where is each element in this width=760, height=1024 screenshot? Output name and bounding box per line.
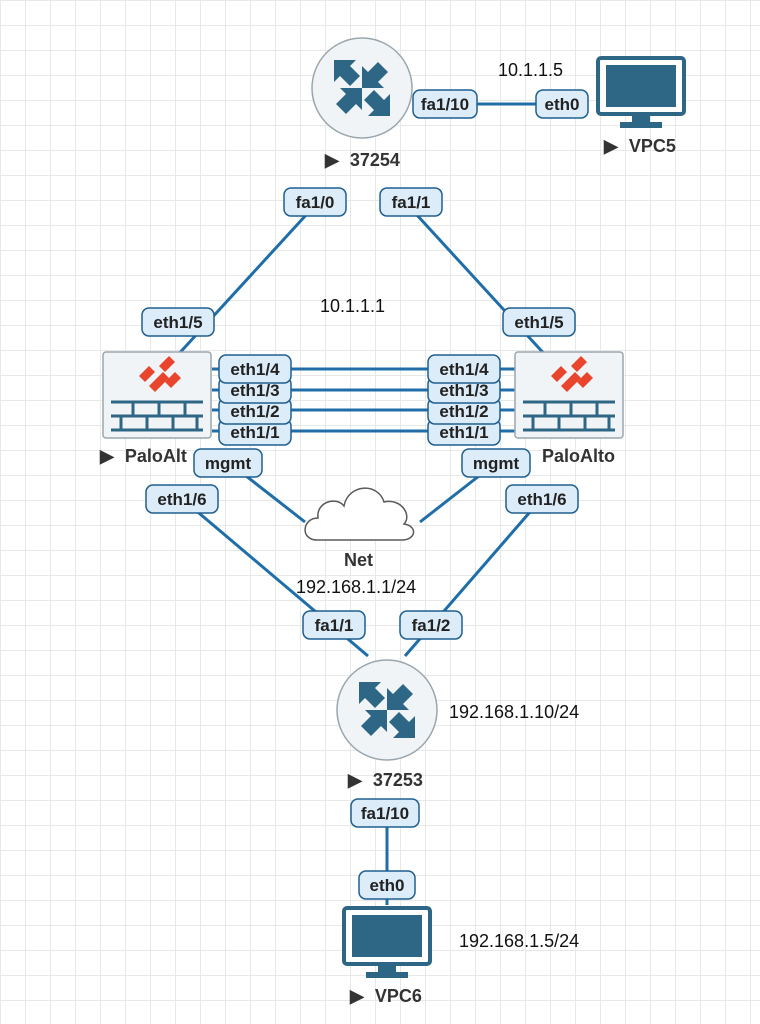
iface-pr-eth1-4[interactable]: eth1/4 xyxy=(427,354,501,384)
play-icon: ▶ xyxy=(603,136,619,156)
iface-pr-eth1-5[interactable]: eth1/5 xyxy=(502,307,576,337)
svg-text:eth1/1: eth1/1 xyxy=(230,423,279,442)
iface-r2-fa1-2[interactable]: fa1/2 xyxy=(399,610,463,640)
svg-text:eth1/4: eth1/4 xyxy=(230,360,280,379)
svg-text:eth1/2: eth1/2 xyxy=(439,402,488,421)
svg-text:eth1/1: eth1/1 xyxy=(439,423,488,442)
svg-text:eth0: eth0 xyxy=(545,95,580,114)
firewall-bricks-icon xyxy=(111,400,203,432)
pa-outside-ip: 192.168.1.1/24 xyxy=(296,577,416,597)
net-cloud[interactable] xyxy=(304,487,415,541)
svg-text:fa1/1: fa1/1 xyxy=(315,616,354,635)
iface-r1-fa1-1[interactable]: fa1/1 xyxy=(379,187,443,217)
svg-text:mgmt: mgmt xyxy=(205,454,252,473)
pa-inside-ip: 10.1.1.1 xyxy=(320,296,385,316)
router-37254[interactable] xyxy=(311,37,413,139)
iface-r1-fa1-0[interactable]: fa1/0 xyxy=(283,187,347,217)
paloalto-logo-icon xyxy=(551,356,593,392)
router-37253-label: ▶ 37253 xyxy=(347,770,423,790)
paloalto-right[interactable] xyxy=(514,351,624,439)
iface-r1-fa1-10[interactable]: fa1/10 xyxy=(412,89,478,119)
svg-text:eth1/3: eth1/3 xyxy=(230,381,279,400)
iface-r2-fa1-1[interactable]: fa1/1 xyxy=(302,610,366,640)
svg-text:fa1/10: fa1/10 xyxy=(361,804,409,823)
svg-text:eth1/2: eth1/2 xyxy=(230,402,279,421)
svg-text:eth1/4: eth1/4 xyxy=(439,360,489,379)
r2-ip: 192.168.1.10/24 xyxy=(449,702,579,722)
iface-r2-fa1-10[interactable]: fa1/10 xyxy=(350,798,420,828)
iface-pl-eth1-1[interactable]: eth1/1 xyxy=(218,418,292,446)
iface-pr-mgmt[interactable]: mgmt xyxy=(461,448,531,478)
svg-text:fa1/1: fa1/1 xyxy=(392,193,431,212)
svg-text:fa1/10: fa1/10 xyxy=(421,95,469,114)
iface-pl-mgmt[interactable]: mgmt xyxy=(193,448,263,478)
svg-text:eth1/6: eth1/6 xyxy=(517,490,566,509)
svg-text:eth1/3: eth1/3 xyxy=(439,381,488,400)
iface-pr-eth1-2[interactable]: eth1/2 xyxy=(427,397,501,425)
interface-labels: fa1/10 eth0 fa1/0 fa1/1 eth1/5 eth1/5 et… xyxy=(141,89,589,900)
vpc6-label: ▶ VPC6 xyxy=(349,986,422,1006)
router-37254-label: ▶ 37254 xyxy=(324,150,400,170)
svg-text:eth0: eth0 xyxy=(370,876,405,895)
iface-pl-eth1-5[interactable]: eth1/5 xyxy=(141,307,215,337)
iface-pl-eth1-6[interactable]: eth1/6 xyxy=(145,484,219,514)
svg-text:eth1/6: eth1/6 xyxy=(157,490,206,509)
vpc6-ip: 192.168.1.5/24 xyxy=(459,931,579,951)
vpc5[interactable] xyxy=(596,56,686,128)
router-37253[interactable] xyxy=(336,659,438,761)
svg-text:eth1/5: eth1/5 xyxy=(514,313,563,332)
firewall-bricks-icon xyxy=(523,400,615,432)
iface-pr-eth1-6[interactable]: eth1/6 xyxy=(505,484,579,514)
play-icon: ▶ xyxy=(347,770,363,790)
iface-pl-eth1-2[interactable]: eth1/2 xyxy=(218,397,292,425)
router-arrows-icon xyxy=(359,682,415,738)
vpc6[interactable] xyxy=(342,906,432,978)
play-icon: ▶ xyxy=(349,986,365,1006)
paloalto-right-label: PaloAlto xyxy=(542,446,615,466)
paloalto-firewall-icon xyxy=(514,351,624,439)
play-icon: ▶ xyxy=(99,446,115,466)
iface-pr-eth1-1[interactable]: eth1/1 xyxy=(427,418,501,446)
iface-vpc5-eth0[interactable]: eth0 xyxy=(535,89,589,119)
vpc5-ip: 10.1.1.5 xyxy=(498,60,563,80)
paloalto-left-label: ▶ PaloAlt xyxy=(99,446,187,466)
play-icon: ▶ xyxy=(324,150,340,170)
ip-annotations: 10.1.1.5 10.1.1.1 192.168.1.1/24 192.168… xyxy=(296,60,579,951)
paloalto-left[interactable] xyxy=(102,351,212,439)
net-label: Net xyxy=(344,550,373,570)
cloud-icon xyxy=(304,487,415,541)
svg-text:mgmt: mgmt xyxy=(473,454,520,473)
iface-vpc6-eth0[interactable]: eth0 xyxy=(358,870,416,900)
vpc5-label: ▶ VPC5 xyxy=(603,136,676,156)
svg-text:fa1/2: fa1/2 xyxy=(412,616,451,635)
svg-text:fa1/0: fa1/0 xyxy=(296,193,335,212)
paloalto-logo-icon xyxy=(139,356,181,392)
paloalto-firewall-icon xyxy=(102,351,212,439)
svg-text:eth1/5: eth1/5 xyxy=(153,313,202,332)
iface-pl-eth1-4[interactable]: eth1/4 xyxy=(218,354,292,384)
router-arrows-icon xyxy=(334,60,390,116)
